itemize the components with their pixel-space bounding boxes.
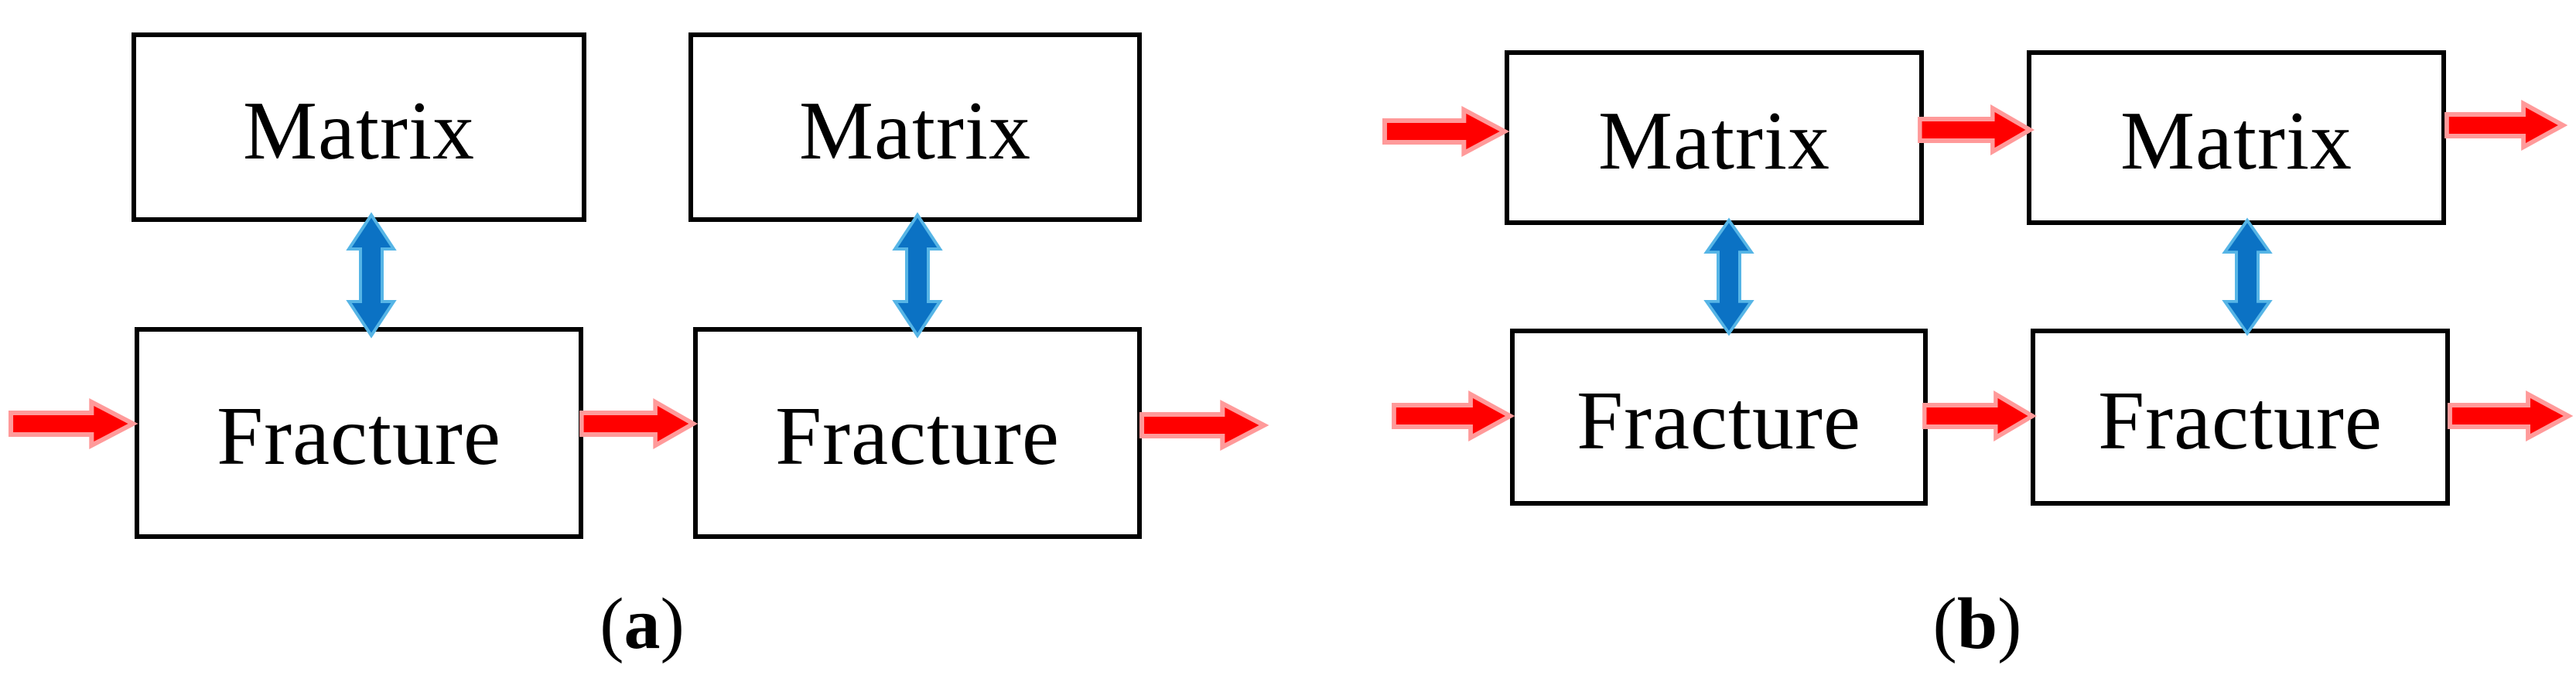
fracture-box-label: Fracture (1577, 374, 1861, 467)
matrix-box: Matrix (1505, 50, 1924, 225)
caption-b: (b) (1861, 584, 2093, 664)
red-flow-arrow-out (1139, 400, 1269, 451)
caption-a-open: ( (600, 584, 624, 664)
blue-exchange-arrow (2222, 217, 2273, 336)
caption-a-close: ) (660, 584, 685, 664)
fracture-box: Fracture (1510, 329, 1928, 506)
blue-exchange-arrow (892, 212, 943, 339)
red-flow-arrow-between (579, 398, 699, 449)
caption-a: (a) (526, 584, 758, 664)
matrix-box-label: Matrix (243, 84, 475, 177)
fracture-box: Fracture (135, 327, 583, 539)
red-flow-arrow-out (2448, 390, 2574, 441)
fracture-box: Fracture (693, 327, 1142, 539)
caption-b-open: ( (1932, 584, 1957, 664)
red-flow-arrow-in (1392, 390, 1515, 441)
red-flow-arrow-between (1922, 390, 2037, 441)
blue-exchange-arrow (346, 212, 397, 339)
fracture-box-label: Fracture (2098, 374, 2383, 467)
fracture-box-label: Fracture (217, 390, 501, 482)
matrix-box: Matrix (688, 32, 1142, 222)
red-flow-arrow-between (1918, 104, 2035, 155)
red-flow-arrow-in (1382, 106, 1510, 157)
caption-b-close: ) (1997, 584, 2022, 664)
matrix-box: Matrix (2027, 50, 2446, 225)
red-flow-arrow-out (2444, 100, 2568, 151)
matrix-box: Matrix (132, 32, 586, 222)
matrix-box-label: Matrix (799, 84, 1031, 177)
blue-exchange-arrow (1703, 217, 1754, 336)
matrix-box-label: Matrix (1598, 95, 1830, 187)
fracture-box-label: Fracture (775, 390, 1060, 482)
fracture-box: Fracture (2031, 329, 2450, 506)
caption-a-letter: a (624, 584, 661, 664)
caption-b-letter: b (1956, 584, 1998, 664)
red-flow-arrow-in (8, 398, 138, 449)
matrix-box-label: Matrix (2120, 95, 2352, 187)
